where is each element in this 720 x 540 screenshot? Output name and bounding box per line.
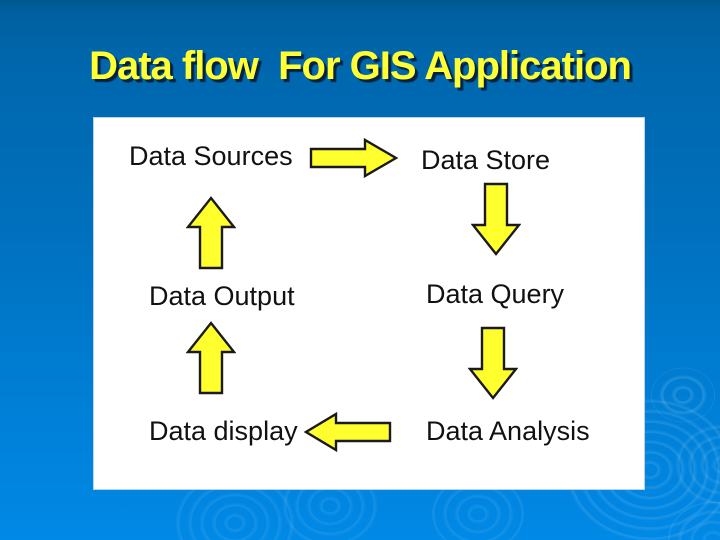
arrow-left-analysis-to-display (304, 411, 392, 453)
water-ripple-decoration (668, 418, 720, 512)
arrow-down-query-to-analysis (468, 326, 518, 400)
node-data-analysis: Data Analysis (426, 416, 590, 446)
node-data-store: Data Store (421, 145, 551, 175)
arrow-up-display-to-output (186, 321, 236, 395)
water-ripple-decoration (668, 501, 720, 540)
water-ripple-decoration (651, 367, 715, 423)
flow-diagram-panel: Data Sources Data Store Data Output Data… (93, 117, 645, 490)
arrow-up-output-to-sources (186, 196, 236, 270)
arrow-right-sources-to-store (309, 137, 399, 179)
slide-title: Data flow For GIS Application (89, 44, 632, 88)
node-data-sources: Data Sources (129, 141, 293, 171)
node-data-output: Data Output (149, 281, 295, 311)
node-data-query: Data Query (426, 279, 565, 309)
node-data-display: Data display (149, 416, 298, 446)
arrow-down-store-to-query (471, 182, 521, 256)
